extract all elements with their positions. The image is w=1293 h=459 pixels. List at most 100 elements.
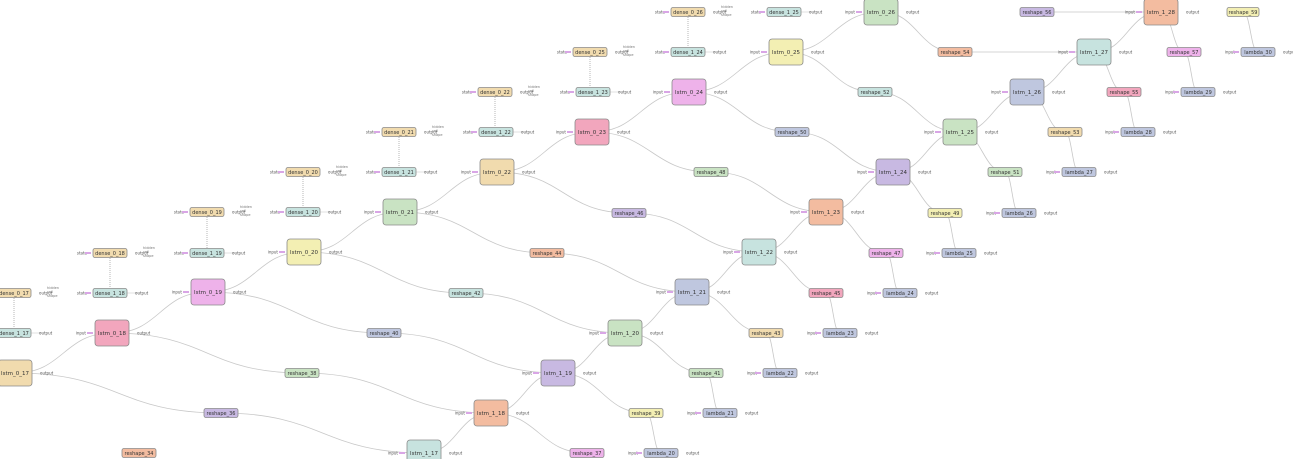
node-dense-0-17[interactable]: dense_0_17stateoutputhiddencellshape — [0, 286, 59, 298]
node-label: reshape_53 — [1051, 130, 1080, 136]
node-reshape-34[interactable]: reshape_34 — [121, 448, 157, 458]
output-port-label: output — [717, 290, 731, 295]
output-port-label: output — [1052, 90, 1066, 95]
state-port-label: hidden — [143, 246, 155, 250]
node-box — [670, 47, 706, 57]
node-reshape-46[interactable]: reshape_46 — [611, 208, 647, 218]
state-port-label: shape — [336, 173, 347, 177]
node-reshape-56[interactable]: reshape_56 — [1019, 7, 1055, 17]
node-reshape-57[interactable]: reshape_57 — [1166, 47, 1202, 57]
node-box — [941, 248, 977, 258]
node-box — [863, 0, 899, 26]
node-reshape-42[interactable]: reshape_42 — [448, 288, 484, 298]
node-reshape-40[interactable]: reshape_40 — [366, 328, 402, 338]
node-box — [448, 288, 484, 298]
node-reshape-37[interactable]: reshape_37 — [569, 448, 605, 458]
node-reshape-36[interactable]: reshape_36 — [203, 408, 239, 418]
input-port-marker — [994, 212, 1000, 214]
node-label: dense_0_21 — [384, 130, 414, 136]
node-reshape-54[interactable]: reshape_54 — [937, 47, 973, 57]
node-box — [529, 248, 565, 258]
node-reshape-50[interactable]: reshape_50 — [774, 127, 810, 137]
node-reshape-43[interactable]: reshape_43 — [748, 328, 784, 338]
node-reshape-55[interactable]: reshape_55 — [1106, 87, 1142, 97]
node-label: reshape_43 — [752, 331, 781, 337]
node-reshape-44[interactable]: reshape_44 — [529, 248, 565, 258]
node-reshape-45[interactable]: reshape_45 — [808, 288, 844, 298]
node-reshape-49[interactable]: reshape_49 — [927, 208, 963, 218]
node-box — [875, 158, 911, 186]
node-reshape-52[interactable]: reshape_52 — [857, 87, 893, 97]
node-reshape-51[interactable]: reshape_51 — [987, 167, 1023, 177]
node-dense-1-17[interactable]: dense_1_17stateoutput — [0, 328, 53, 338]
node-reshape-48[interactable]: reshape_48 — [693, 167, 729, 177]
node-reshape-38[interactable]: reshape_38 — [284, 368, 320, 378]
node-label: dense_0_19 — [192, 210, 222, 216]
input-port-marker — [1069, 51, 1075, 53]
output-port-label: output — [714, 90, 728, 95]
node-box — [574, 118, 610, 146]
node-lambda-30[interactable]: lambda_30inputoutput — [1225, 47, 1293, 57]
node-reshape-47[interactable]: reshape_47 — [868, 248, 904, 258]
node-reshape-59[interactable]: reshape_59 — [1226, 7, 1260, 17]
output-port-label: output — [1163, 130, 1177, 135]
node-reshape-41[interactable]: reshape_41 — [688, 368, 724, 378]
node-label: reshape_51 — [991, 170, 1020, 176]
node-box — [774, 127, 810, 137]
node-reshape-53[interactable]: reshape_53 — [1047, 127, 1083, 137]
node-label: dense_1_17 — [0, 331, 29, 337]
input-port-label: input — [656, 290, 667, 295]
node-reshape-39[interactable]: reshape_39 — [628, 408, 664, 418]
output-port-label: output — [39, 291, 53, 296]
node-box — [286, 238, 322, 266]
